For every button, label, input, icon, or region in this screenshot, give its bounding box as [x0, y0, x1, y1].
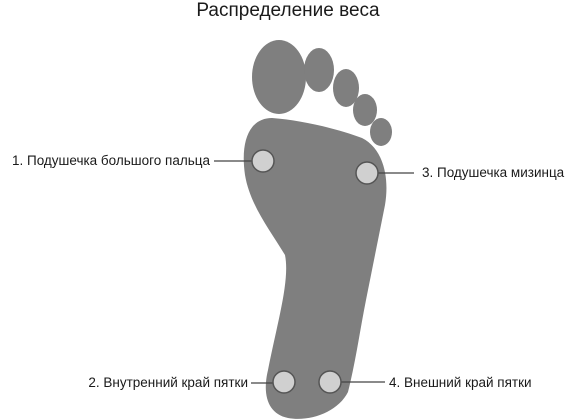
- fifth-toe: [370, 118, 392, 146]
- label-pinky-pad: 3. Подушечка мизинца: [422, 165, 565, 180]
- second-toe: [304, 48, 334, 92]
- pad-inner-heel: [272, 370, 296, 394]
- label-inner-heel: 2. Внутренний край пятки: [88, 375, 248, 390]
- pad-pinky: [355, 161, 379, 185]
- fourth-toe: [353, 94, 377, 126]
- pad-big-toe: [251, 149, 275, 173]
- pad-outer-heel: [318, 370, 342, 394]
- big-toe: [252, 40, 306, 114]
- label-big-toe-pad: 1. Подушечка большого пальца: [12, 153, 210, 168]
- third-toe: [333, 69, 359, 107]
- sole: [243, 118, 387, 419]
- pressure-points: [251, 149, 379, 394]
- label-outer-heel: 4. Внешний край пятки: [389, 375, 532, 390]
- toes: [252, 40, 392, 146]
- diagram-title: Распределение веса: [196, 0, 380, 21]
